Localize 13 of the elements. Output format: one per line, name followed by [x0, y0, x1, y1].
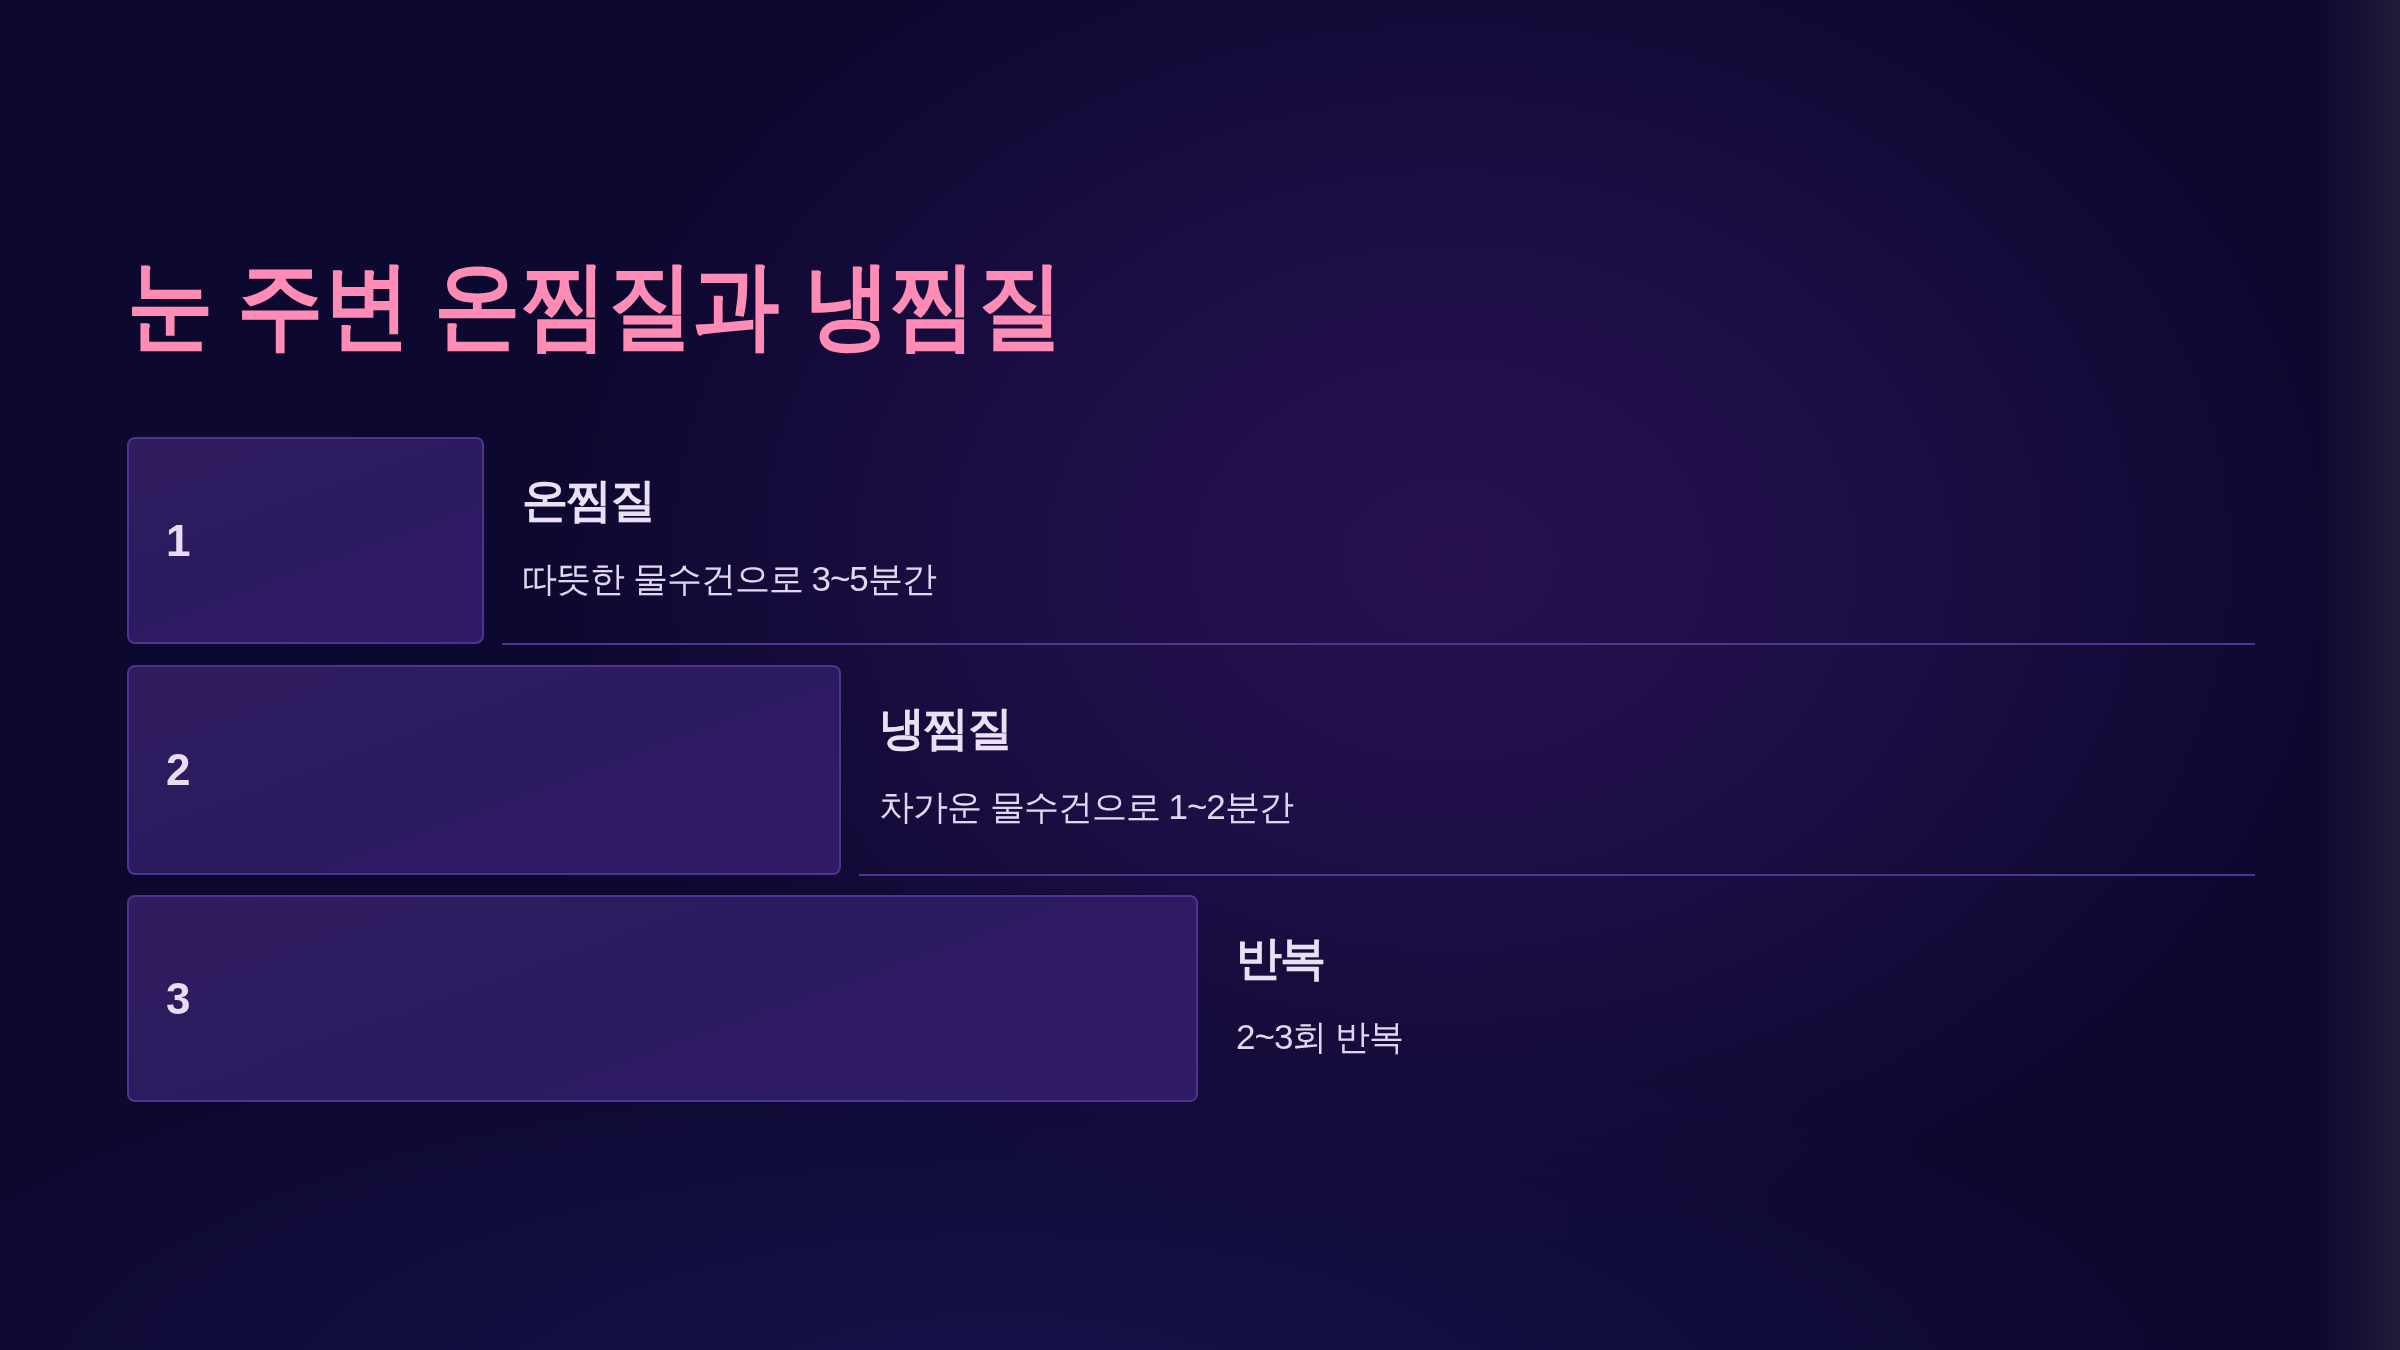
step-description: 차가운 물수건으로 1~2분간 — [879, 786, 1293, 828]
step-number: 2 — [166, 748, 191, 792]
step-number: 1 — [166, 518, 191, 563]
step-box — [127, 895, 1198, 1102]
step-heading: 온찜질 — [522, 473, 654, 528]
step-description: 따뜻한 물수건으로 3~5분간 — [522, 558, 936, 600]
step-description: 2~3회 반복 — [1236, 1016, 1404, 1058]
title: 눈 주변 온찜질과 냉찜질 — [127, 250, 1063, 360]
step-number: 3 — [166, 976, 191, 1021]
step-heading: 냉찜질 — [879, 701, 1011, 756]
step-box — [127, 437, 484, 644]
step-box — [127, 665, 841, 875]
step-heading: 반복 — [1236, 931, 1324, 986]
